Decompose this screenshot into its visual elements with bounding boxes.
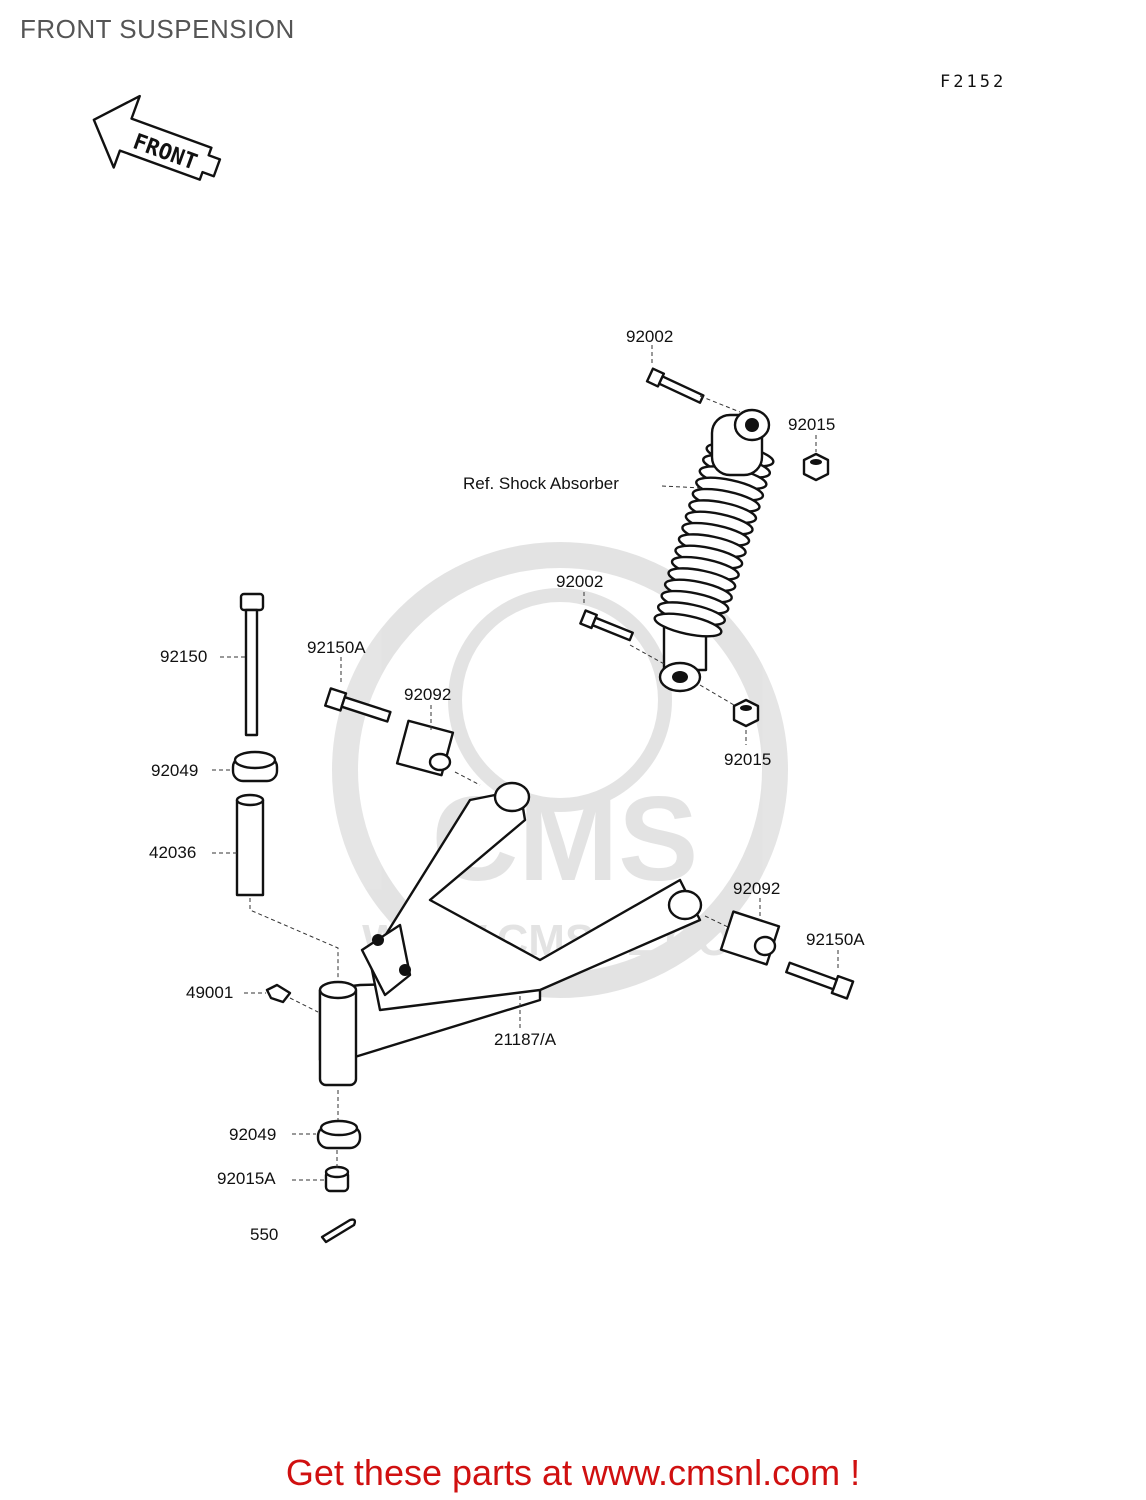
nut-mid	[732, 698, 760, 728]
label-arm: 21187/A	[494, 1030, 557, 1049]
label-collar-right: 92092	[733, 879, 780, 898]
label-collar-left: 92092	[404, 685, 451, 704]
footer-link[interactable]: Get these parts at www.cmsnl.com !	[285, 1452, 861, 1493]
label-nut-castle: 92015A	[217, 1169, 276, 1188]
bolt-flange-left	[324, 687, 392, 723]
grease-nipple	[265, 983, 292, 1004]
label-nut-top: 92015	[788, 415, 835, 434]
label-bolt-mid: 92002	[556, 572, 603, 591]
bolt-top	[645, 367, 705, 404]
label-shock-absorber: Ref. Shock Absorber	[463, 474, 619, 493]
sleeve	[235, 793, 265, 897]
a-arm	[318, 781, 703, 1087]
figure-code: F2152	[940, 72, 1007, 92]
label-cap-upper: 92049	[151, 761, 198, 780]
label-cotter-pin: 550	[250, 1225, 278, 1244]
label-bolt-top: 92002	[626, 327, 673, 346]
label-bolt-flange-right: 92150A	[806, 930, 865, 949]
nut-castle	[324, 1165, 350, 1193]
label-bolt-flange-left: 92150A	[307, 638, 366, 657]
collar-right	[719, 910, 781, 966]
spring-coil	[653, 612, 723, 638]
nut-top	[802, 452, 830, 482]
page-title: FRONT SUSPENSION	[20, 14, 295, 44]
bolt-mid	[579, 609, 634, 642]
front-arrow-icon: FRONT	[92, 94, 222, 181]
label-sleeve: 42036	[149, 843, 196, 862]
bolt-flange-right	[785, 961, 855, 1000]
cap-upper	[231, 750, 279, 783]
leader-lines	[212, 345, 839, 1181]
bolt-long	[239, 592, 265, 737]
cap-lower	[316, 1119, 362, 1150]
label-cap-lower: 92049	[229, 1125, 276, 1144]
shock-absorber	[653, 408, 775, 693]
label-nut-mid: 92015	[724, 750, 771, 769]
collar-left	[395, 719, 455, 777]
cotter-pin	[320, 1218, 357, 1244]
label-bolt-long: 92150	[160, 647, 207, 666]
label-grease-nipple: 49001	[186, 983, 233, 1002]
